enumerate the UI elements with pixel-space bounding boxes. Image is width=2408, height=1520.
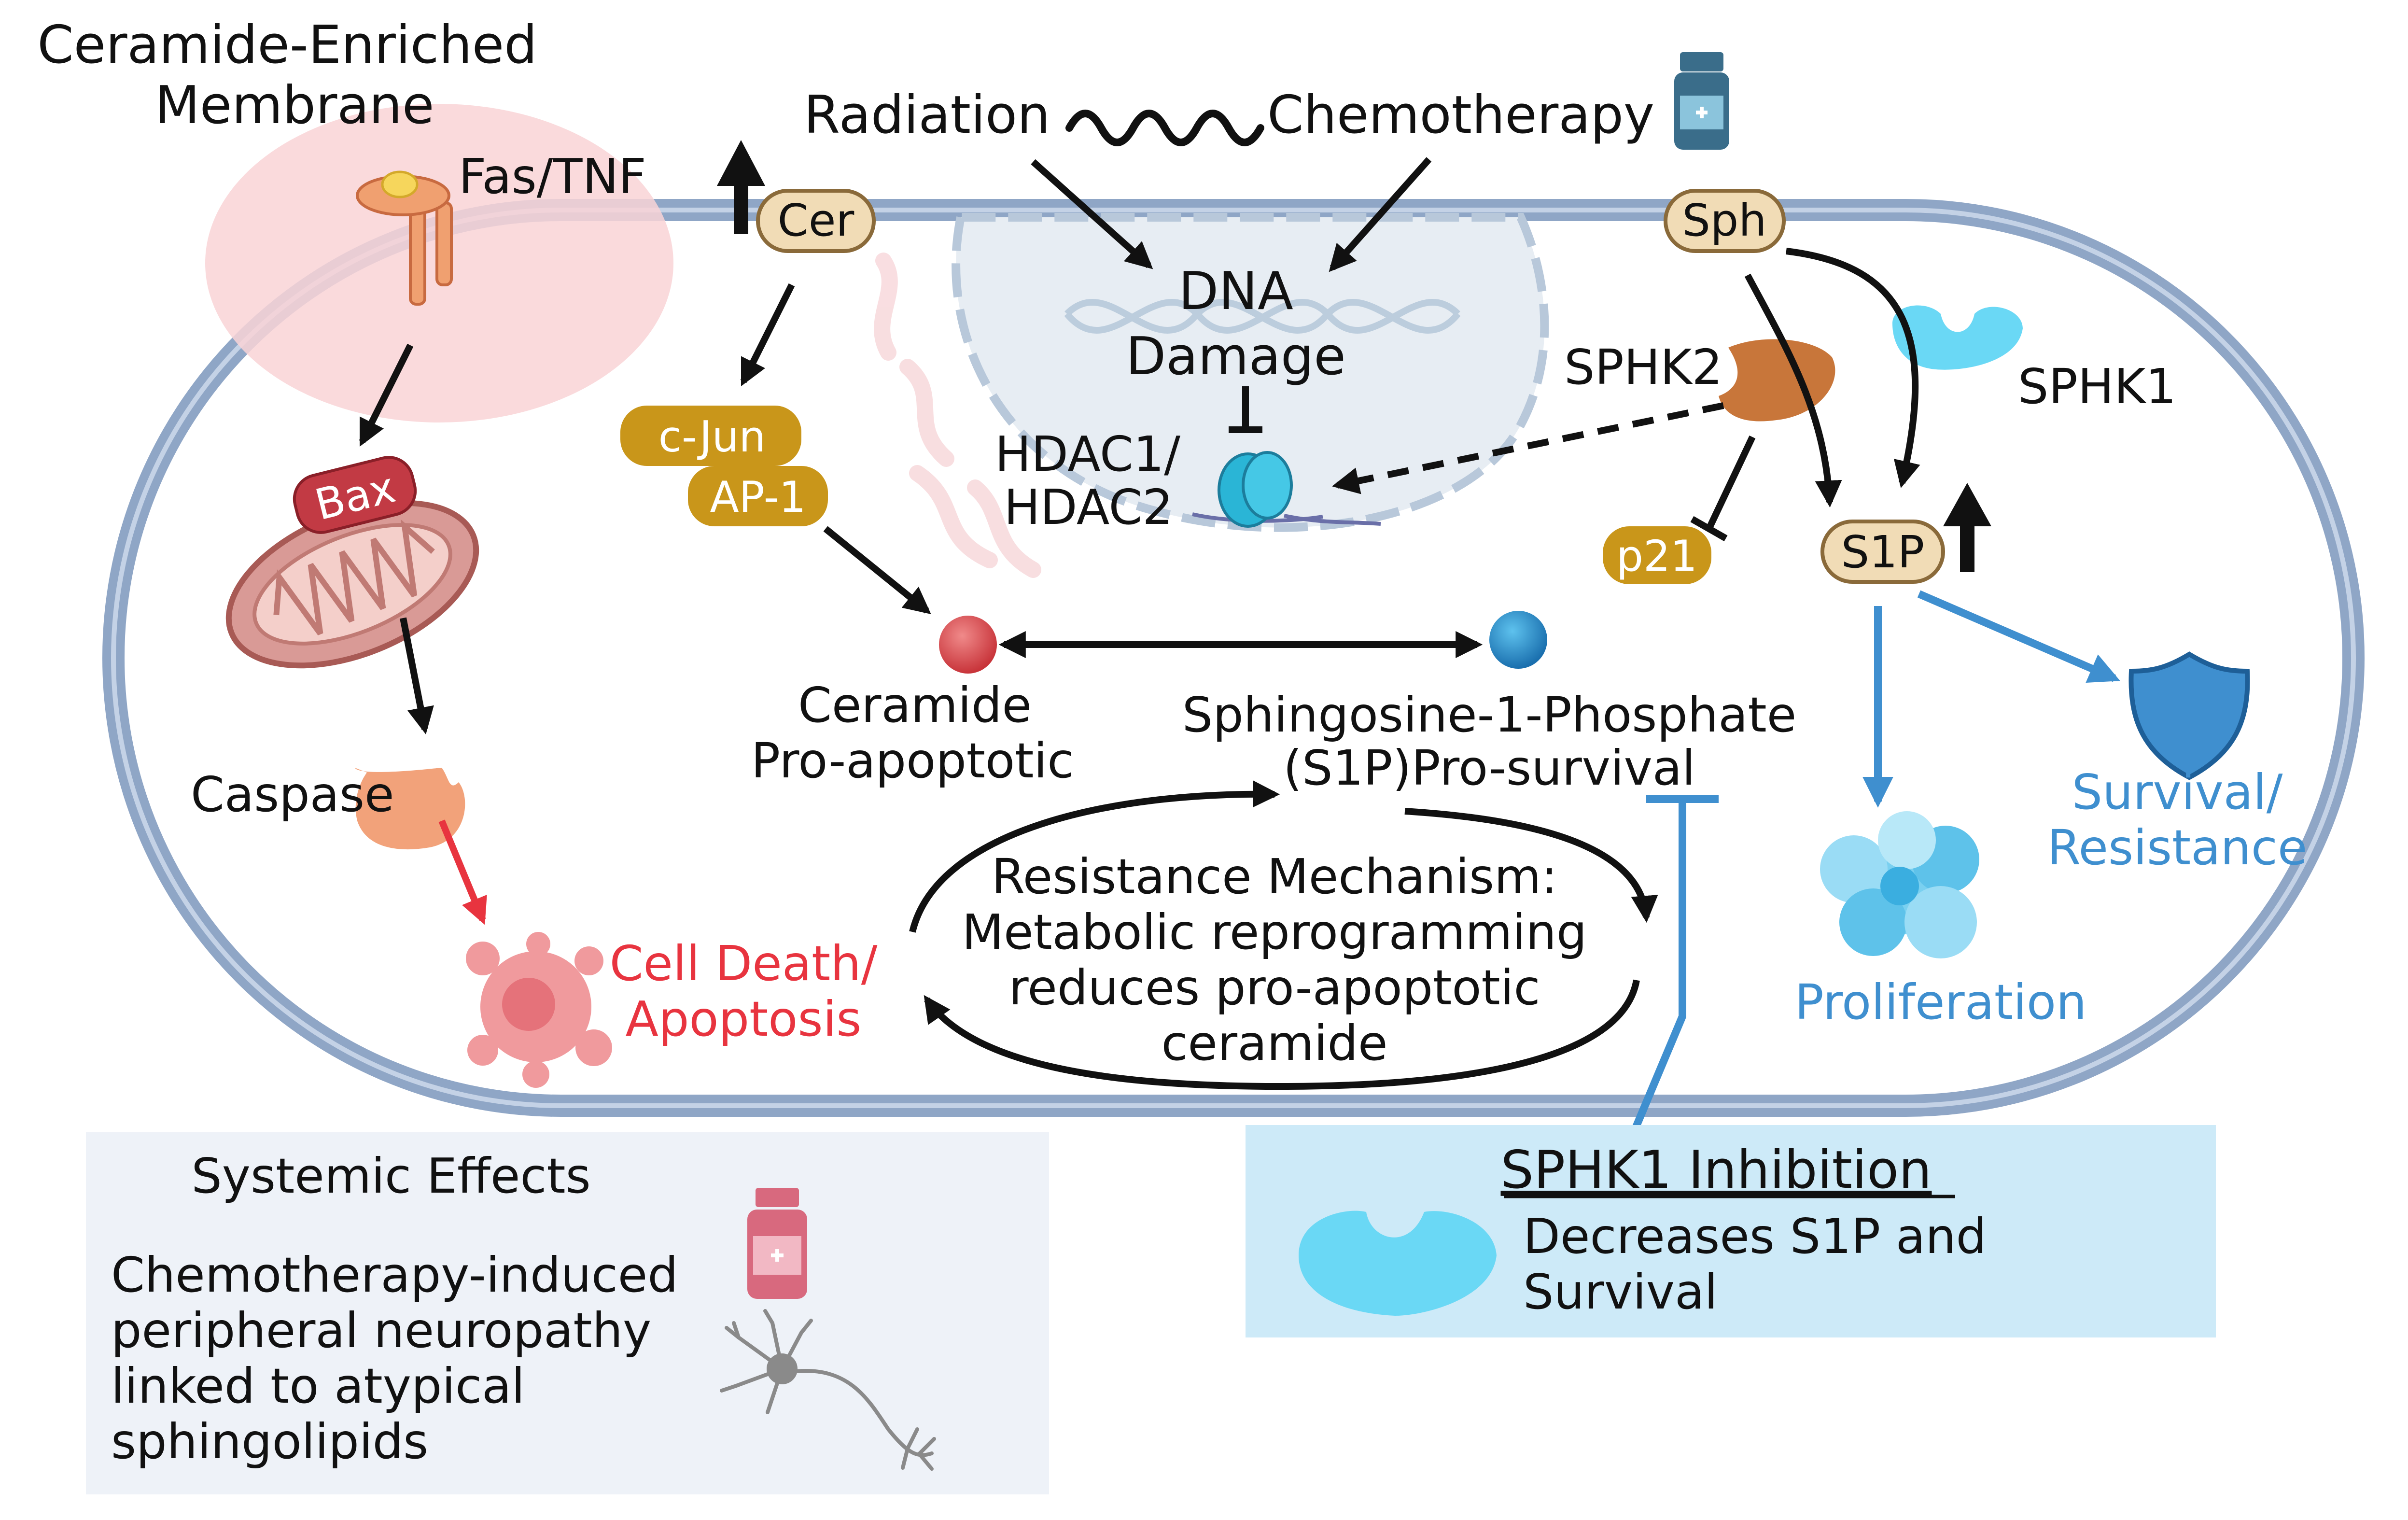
up-arrows — [717, 140, 1991, 572]
endoplasmic-reticulum-icon — [874, 253, 1041, 578]
arrow-cer-to-cjun — [740, 283, 795, 387]
ceramide-sphere — [939, 616, 997, 674]
hdac-label-line1: HDAC1/ — [995, 426, 1181, 482]
proliferation-cells-icon — [1820, 811, 1979, 958]
dna-label-line1: DNA — [1178, 261, 1293, 322]
ap1-label: AP-1 — [710, 472, 806, 522]
survival-label-line1: Survival/ — [2072, 764, 2283, 820]
inhibit-line-sphk1 — [1628, 799, 1686, 1139]
proliferation-label: Proliferation — [1795, 974, 2087, 1030]
systemic-title: Systemic Effects — [191, 1148, 590, 1204]
inhibition-line1: Decreases S1P and — [1523, 1208, 1987, 1265]
radiation-label: Radiation — [804, 85, 1050, 145]
arrow-mito-to-caspase — [400, 617, 434, 734]
arrows — [359, 157, 1920, 1090]
ap1-pill: AP-1 — [688, 466, 828, 526]
arrow-sph-to-s1p-right — [1786, 248, 1920, 488]
mitochondrion-icon — [225, 500, 479, 669]
s1p-label-line2: (S1P)Pro-survival — [1283, 740, 1695, 796]
arrow-radiation-to-dna — [1031, 159, 1153, 269]
arrow-receptor-to-bax — [359, 343, 414, 447]
systemic-effects-panel — [86, 1132, 1049, 1494]
p21-pill: p21 — [1603, 526, 1711, 584]
ceramide-label-line2: Pro-apoptotic — [751, 732, 1074, 789]
dna-label-line2: Damage — [1126, 326, 1346, 387]
s1p-pill: S1P — [1820, 520, 1945, 584]
medication-vial-icon — [747, 1188, 807, 1299]
sph-pill: Sph — [1664, 189, 1786, 253]
inhibit-sphk2-p21-bar — [1690, 516, 1728, 542]
neuron-icon — [720, 1309, 936, 1471]
cycle-arrow-upper — [909, 780, 1280, 933]
dna-helix-icon — [1064, 299, 1461, 334]
s1p-label-line1: Sphingosine-1-Phosphate — [1182, 687, 1797, 743]
sphk1-inhibitor-icon — [1299, 1210, 1497, 1316]
blue-arrows — [1628, 590, 2120, 1139]
arrow-chemo-to-dna — [1329, 157, 1432, 272]
cycle-arrow-lower — [924, 979, 1640, 1090]
sphk2-label: SPHK2 — [1564, 339, 1722, 395]
nucleus — [952, 213, 1549, 532]
systemic-line4: sphingolipids — [111, 1413, 428, 1470]
bax-pill: Bax — [293, 456, 417, 534]
caspase-icon — [355, 768, 465, 850]
cer-label: Cer — [778, 195, 854, 246]
arrow-sphk2-to-histone — [1332, 402, 1724, 494]
survival-label-line2: Resistance — [2047, 819, 2308, 876]
systemic-line1: Chemotherapy-induced — [111, 1247, 678, 1303]
death-label-line1: Cell Death/ — [610, 935, 878, 992]
s1p-up-arrow-icon — [1943, 483, 1991, 572]
sph-label: Sph — [1682, 195, 1766, 246]
membrane-title-line1: Ceramide-Enriched — [37, 15, 537, 75]
ceramide-label-line1: Ceramide — [798, 677, 1032, 733]
arrow-caspase-to-death — [438, 819, 487, 925]
s1p-label: S1P — [1841, 526, 1924, 578]
arrow-ap1-to-ceramide — [823, 526, 931, 615]
death-label-line2: Apoptosis — [626, 991, 862, 1047]
cjun-pill: c-Jun — [620, 406, 801, 466]
systemic-line3: linked to atypical — [111, 1358, 525, 1414]
systemic-line2: peripheral neuropathy — [111, 1302, 651, 1359]
resistance-line4: ceramide — [1161, 1015, 1387, 1071]
cer-up-arrow-icon — [717, 140, 765, 234]
resistance-line3: reduces pro-apoptotic — [1009, 959, 1540, 1016]
fas-tnf-receptor-icon — [356, 170, 453, 306]
cell-membrane-inner-line — [111, 208, 2356, 1108]
histone-icon — [1192, 451, 1381, 528]
arrow-sph-to-s1p-left — [1744, 273, 1842, 508]
p21-label: p21 — [1616, 531, 1697, 581]
s1p-sphere — [1489, 611, 1547, 669]
resistance-line2: Metabolic reprogramming — [962, 904, 1587, 960]
cer-pill: Cer — [756, 189, 876, 253]
sphk1-enzyme-icon — [1892, 305, 2023, 370]
caspase-label: Caspase — [191, 766, 394, 823]
arrow-s1p-to-survival — [1917, 590, 2120, 683]
cjun-label: c-Jun — [658, 412, 766, 462]
hdac-label-line2: HDAC2 — [1004, 479, 1173, 535]
radiation-wave-icon — [1065, 110, 1264, 146]
inhibition-title: SPHK1 Inhibition — [1501, 1140, 1932, 1200]
shield-icon — [2128, 651, 2250, 780]
inhibit-sphk2-p21 — [1706, 436, 1756, 530]
membrane-title-line2: Membrane — [155, 75, 434, 136]
chemotherapy-vial-icon — [1674, 52, 1729, 150]
inhibition-line2: Survival — [1523, 1264, 1718, 1320]
sphk1-label: SPHK1 — [2018, 358, 2176, 415]
apoptotic-cell-icon — [466, 932, 612, 1088]
chemotherapy-label: Chemotherapy — [1267, 85, 1654, 145]
resistance-line1: Resistance Mechanism: — [992, 848, 1557, 905]
receptor-label: Fas/TNF — [459, 148, 646, 205]
cycle-arrow-right — [1404, 808, 1658, 923]
